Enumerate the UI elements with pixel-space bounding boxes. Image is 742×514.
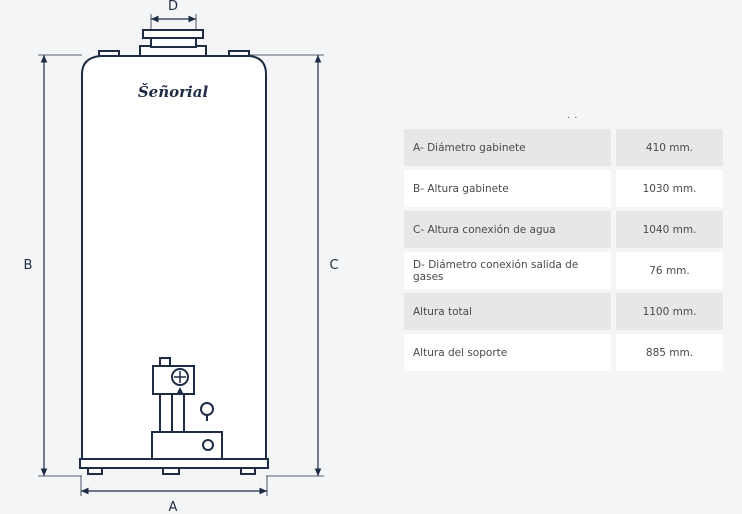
table-marker: . . — [567, 110, 579, 121]
dimension-c-label: C — [329, 258, 338, 273]
spec-value: 410 mm. — [616, 129, 723, 166]
heater-cabinet — [81, 55, 267, 461]
spec-value: 1100 mm. — [616, 293, 723, 330]
spec-name: C- Altura conexión de agua — [404, 211, 611, 248]
table-row: Altura total 1100 mm. — [404, 293, 723, 330]
gas-valve-top — [159, 357, 171, 367]
base-plate — [79, 458, 269, 469]
spec-value: 1040 mm. — [616, 211, 723, 248]
dimension-a-label: A — [169, 500, 178, 514]
specifications-table: A- Diámetro gabinete 410 mm. B- Altura g… — [404, 125, 723, 375]
table-row: B- Altura gabinete 1030 mm. — [404, 170, 723, 207]
spec-name: B- Altura gabinete — [404, 170, 611, 207]
sight-glass-icon — [202, 439, 214, 451]
igniter-icon — [200, 402, 214, 416]
brand-logo: Šeñorial — [138, 83, 209, 101]
spec-name: Altura del soporte — [404, 334, 611, 371]
spec-name: Altura total — [404, 293, 611, 330]
right-foot — [240, 467, 256, 475]
flue-outlet-neck — [150, 37, 197, 48]
spec-value: 76 mm. — [616, 252, 723, 289]
spec-value: 885 mm. — [616, 334, 723, 371]
table-row: Altura del soporte 885 mm. — [404, 334, 723, 371]
table-row: C- Altura conexión de agua 1040 mm. — [404, 211, 723, 248]
spec-name: A- Diámetro gabinete — [404, 129, 611, 166]
center-foot — [162, 467, 180, 475]
spec-name: D- Diámetro conexión salida de gases — [404, 252, 611, 289]
dimension-d-label: D — [168, 0, 178, 14]
table-row: D- Diámetro conexión salida de gases 76 … — [404, 252, 723, 289]
table-row: A- Diámetro gabinete 410 mm. — [404, 129, 723, 166]
spec-value: 1030 mm. — [616, 170, 723, 207]
left-foot — [87, 467, 103, 475]
flue-outlet-cap — [142, 29, 204, 39]
dimension-b-label: B — [24, 258, 33, 273]
